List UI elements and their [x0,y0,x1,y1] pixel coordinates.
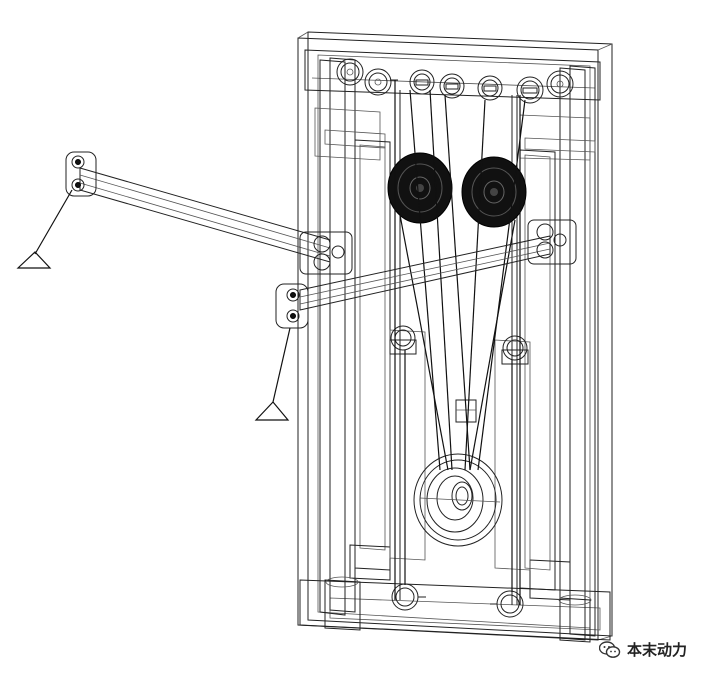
lower-handle [254,401,290,421]
top-pulley-1 [336,58,364,86]
middle-pulley-right [501,335,529,365]
middle-pulleys [389,325,529,365]
bottom-pulley-left [391,583,426,611]
top-pulley-2 [364,68,398,96]
top-pulley-6 [516,76,544,104]
large-dark-pulleys [387,152,527,228]
dark-pulley-right [461,156,527,228]
lower-arm [254,219,577,421]
bottom-pulley-right [490,590,524,618]
left-column [314,57,391,631]
top-pulley-4 [439,73,465,99]
wechat-icon [598,640,621,658]
top-pulley-5 [477,75,503,101]
top-pulley-7 [546,70,574,98]
flywheel-assembly [413,399,503,547]
right-column [519,65,596,643]
lower-arm-bracket [527,219,577,265]
upper-arm-bracket [299,231,353,275]
cables [394,80,526,605]
bottom-pulleys [391,583,524,618]
upper-handle [16,251,52,269]
upper-arm-end-pulley [65,151,97,197]
middle-pulley-left [389,325,417,355]
top-pulleys [336,58,574,104]
watermark-text: 本末动力 [626,641,687,659]
watermark: 本末动力 [598,639,687,660]
lower-arm-end-pulley [275,283,309,329]
top-pulley-3 [409,69,435,95]
upper-arm [16,151,353,275]
